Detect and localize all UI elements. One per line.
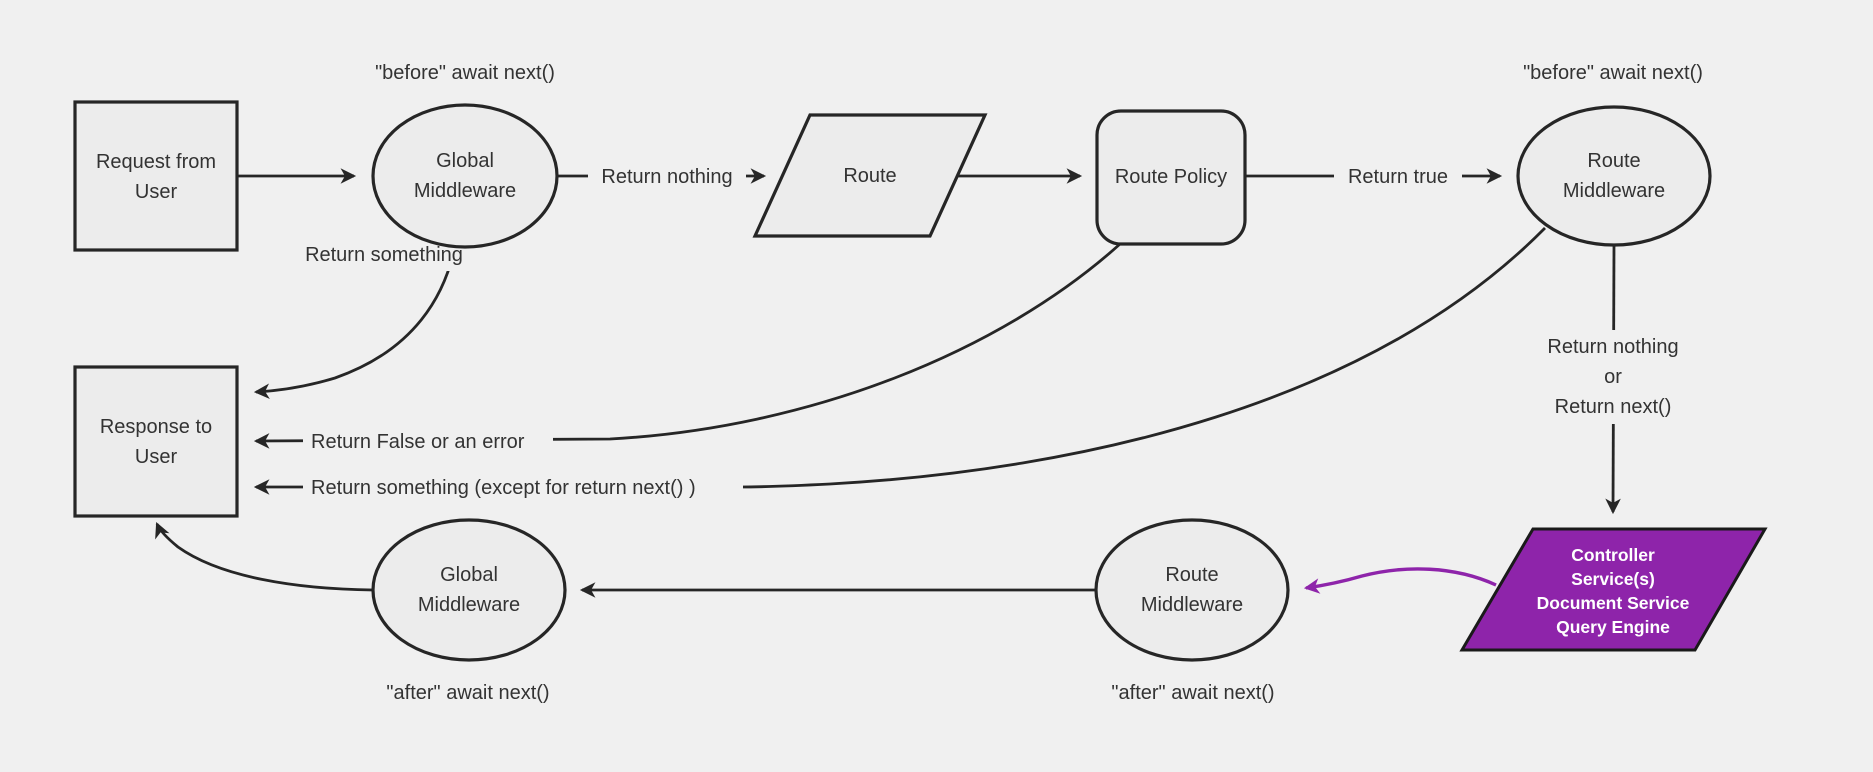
- edge-controller-to-route-middleware-bottom: [1303, 567, 1497, 594]
- svg-text:Global: Global: [436, 150, 494, 172]
- svg-text:Return nothing: Return nothing: [601, 166, 732, 188]
- node-response-to-user: Response to User: [73, 365, 239, 518]
- node-request-from-user: Request from User: [73, 100, 239, 252]
- edge-route-policy-to-response: [253, 242, 1121, 449]
- svg-text:or: or: [1604, 366, 1622, 388]
- svg-text:Middleware: Middleware: [1563, 180, 1665, 202]
- svg-text:Return something: Return something: [305, 244, 463, 266]
- svg-text:Query Engine: Query Engine: [1556, 617, 1670, 637]
- node-route-middleware-bottom: Route Middleware: [1094, 518, 1290, 662]
- label-before-await-next-left: "before" await next(): [375, 62, 555, 84]
- edge-global-middleware-bottom-to-response: [155, 522, 374, 592]
- edge-global-middleware-to-response: [253, 245, 457, 400]
- node-route-policy: Route Policy: [1095, 109, 1247, 246]
- svg-text:Route Policy: Route Policy: [1115, 166, 1227, 188]
- edge-label-return-something-except: Return something (except for return next…: [303, 471, 743, 504]
- node-route: Route: [752, 113, 988, 238]
- svg-text:Controller: Controller: [1571, 545, 1655, 565]
- svg-text:Return next(): Return next(): [1555, 396, 1672, 418]
- edge-label-return-false-or-error: Return False or an error: [303, 425, 553, 458]
- label-after-await-next-left: "after" await next(): [386, 682, 549, 704]
- node-route-middleware-top: Route Middleware: [1516, 105, 1712, 247]
- label-before-await-next-right: "before" await next(): [1523, 62, 1703, 84]
- svg-text:Return something (except for r: Return something (except for return next…: [311, 477, 696, 499]
- node-global-middleware-bottom: Global Middleware: [371, 518, 567, 662]
- edge-route-middleware-to-response: [253, 227, 1546, 495]
- svg-text:Return true: Return true: [1348, 166, 1448, 188]
- edge-label-return-true: Return true: [1334, 160, 1462, 193]
- svg-text:Response to: Response to: [100, 416, 212, 438]
- svg-text:Route: Route: [1165, 564, 1218, 586]
- svg-text:Request from: Request from: [96, 151, 216, 173]
- svg-text:Global: Global: [440, 564, 498, 586]
- svg-text:Route: Route: [1587, 150, 1640, 172]
- svg-text:User: User: [135, 181, 178, 203]
- svg-text:Document Service: Document Service: [1537, 593, 1690, 613]
- svg-text:Middleware: Middleware: [414, 180, 516, 202]
- svg-text:Service(s): Service(s): [1571, 569, 1655, 589]
- svg-text:User: User: [135, 446, 178, 468]
- svg-text:Route: Route: [843, 165, 896, 187]
- edge-label-return-nothing: Return nothing: [588, 160, 746, 193]
- svg-text:Return nothing: Return nothing: [1547, 336, 1678, 358]
- node-global-middleware-top: Global Middleware: [371, 103, 559, 249]
- node-controller-services: Controller Service(s) Document Service Q…: [1459, 527, 1768, 652]
- svg-text:Middleware: Middleware: [1141, 594, 1243, 616]
- edge-label-return-nothing-or-next: Return nothing or Return next(): [1520, 330, 1708, 424]
- label-after-await-next-right: "after" await next(): [1111, 682, 1274, 704]
- svg-text:Return False or an error: Return False or an error: [311, 431, 525, 453]
- svg-text:Middleware: Middleware: [418, 594, 520, 616]
